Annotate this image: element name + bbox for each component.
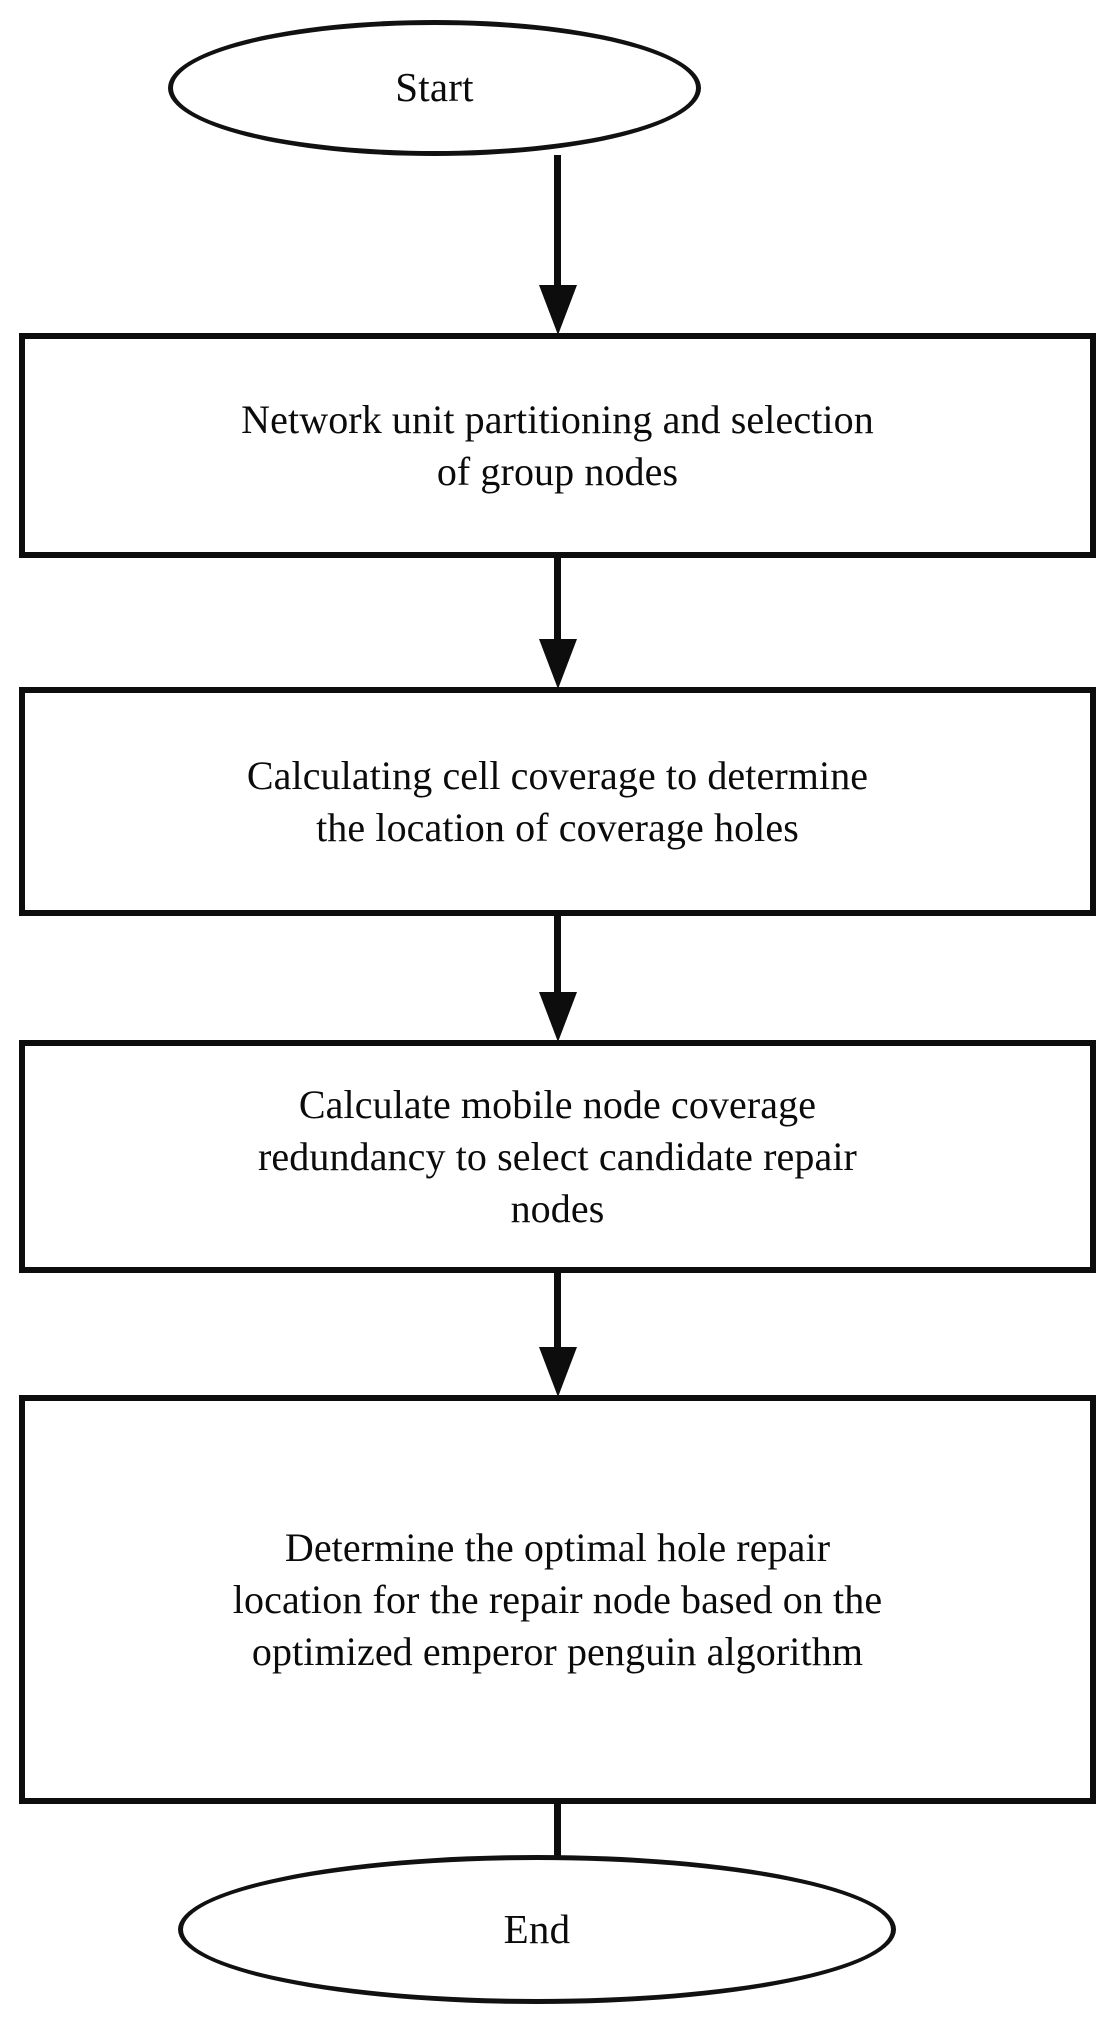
flowchart-node-step1-label: Network unit partitioning and selection … <box>241 396 874 494</box>
flowchart-edge-step2-to-step3 <box>537 914 577 1042</box>
flowchart-edge-start-to-step1 <box>537 155 577 335</box>
arrow-head-down-icon <box>539 992 577 1042</box>
flowchart-node-step2[interactable]: Calculating cell coverage to determine t… <box>19 687 1096 916</box>
flowchart-edge-step3-to-step4 <box>537 1271 577 1397</box>
arrow-head-down-icon <box>539 639 577 689</box>
flowchart-edge-step1-to-step2 <box>537 556 577 689</box>
flowchart-node-step2-label: Calculating cell coverage to determine t… <box>246 752 869 850</box>
flowchart-node-step1[interactable]: Network unit partitioning and selection … <box>19 333 1096 558</box>
flowchart-node-step3[interactable]: Calculate mobile node coverage redundanc… <box>19 1040 1096 1273</box>
arrow-head-down-icon <box>539 285 577 335</box>
flowchart-node-start[interactable]: Start <box>168 20 701 156</box>
flowchart-node-end[interactable]: End <box>178 1855 896 2004</box>
edge-line <box>554 155 561 285</box>
edge-line <box>554 1271 561 1347</box>
flowchart-node-step4-label: Determine the optimal hole repair locati… <box>232 1524 883 1674</box>
flowchart-node-step3-label: Calculate mobile node coverage redundanc… <box>258 1081 857 1231</box>
arrow-head-down-icon <box>539 1347 577 1397</box>
edge-line <box>554 556 561 639</box>
flowchart-node-end-label: End <box>503 1905 571 1952</box>
flowchart-node-start-label: Start <box>395 64 474 111</box>
edge-line <box>554 914 561 992</box>
flowchart-node-step4[interactable]: Determine the optimal hole repair locati… <box>19 1395 1096 1804</box>
edge-line <box>554 1802 561 1880</box>
